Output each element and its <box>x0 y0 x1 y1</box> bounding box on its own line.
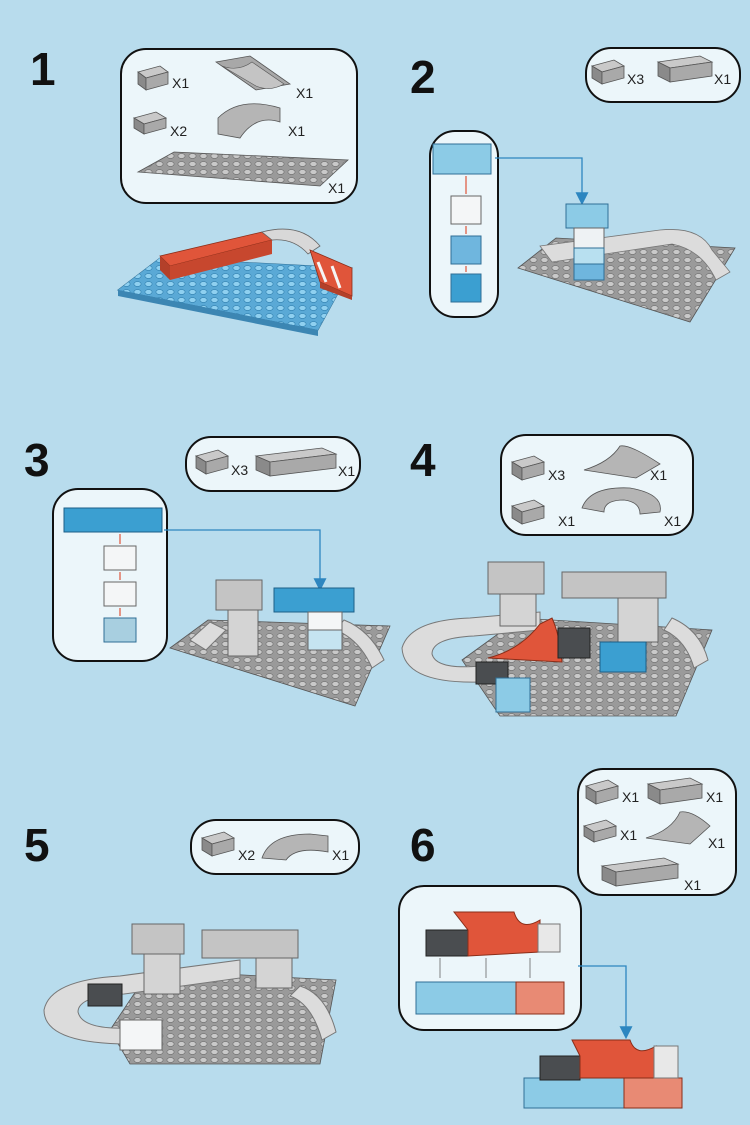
assembly-arrow <box>578 965 633 1040</box>
qty-label: X1 <box>296 85 313 101</box>
grey-brick-2x4-icon <box>656 55 714 83</box>
qty-label: X1 <box>684 877 701 893</box>
step-number-2: 2 <box>410 51 436 103</box>
qty-label: X2 <box>170 123 187 139</box>
grey-brick-2x4-icon <box>646 777 704 805</box>
curved-track-icon <box>217 103 281 139</box>
curved-track-icon <box>261 833 329 861</box>
qty-label: X1 <box>332 847 349 863</box>
grey-brick-2x6-icon <box>254 447 338 477</box>
step1-assembly <box>116 228 353 336</box>
step5-parts <box>200 831 329 861</box>
parts-box-step-4 <box>500 434 694 536</box>
spiral-track-icon <box>581 487 661 515</box>
step-number-4: 4 <box>410 434 436 486</box>
grey-brick-2x2-icon <box>510 455 546 481</box>
step-number-6: 6 <box>410 819 436 871</box>
grey-brick-2x6-icon <box>600 857 680 887</box>
grey-channel-brick-icon <box>132 111 168 135</box>
qty-label: X3 <box>627 71 644 87</box>
assembly-arrow <box>164 529 327 592</box>
qty-label: X2 <box>238 847 255 863</box>
step6-callout-assembly <box>415 911 565 1015</box>
assembly-arrow <box>495 157 589 206</box>
qty-label: X1 <box>338 463 355 479</box>
qty-label: X1 <box>664 513 681 529</box>
qty-label: X1 <box>706 789 723 805</box>
qty-label: X1 <box>620 827 637 843</box>
step4-assembly <box>401 561 713 717</box>
ramp-track-icon <box>645 811 711 845</box>
grey-brick-2x2-icon <box>510 499 546 525</box>
step3-parts <box>194 447 338 477</box>
qty-label: X3 <box>548 467 565 483</box>
step4-parts <box>510 445 661 525</box>
step1-parts <box>132 55 349 187</box>
step5-assembly <box>43 923 337 1065</box>
qty-label: X1 <box>714 71 731 87</box>
step-number-3: 3 <box>24 434 50 486</box>
grey-brick-2x2-icon <box>200 831 236 857</box>
step2-parts <box>590 55 714 85</box>
step6-parts <box>582 777 711 887</box>
qty-label: X1 <box>622 789 639 805</box>
grey-brick-2x2-icon <box>584 779 620 805</box>
qty-label: X1 <box>558 513 575 529</box>
step2-callout-stack <box>432 143 492 303</box>
step2-assembly <box>517 203 736 323</box>
step-number-5: 5 <box>24 819 50 871</box>
step3-assembly <box>169 579 391 707</box>
qty-label: X1 <box>328 180 345 196</box>
straight-track-icon <box>214 55 292 91</box>
step3-callout-stack <box>63 507 163 643</box>
qty-label: X1 <box>650 467 667 483</box>
grey-brick-2x2-icon <box>137 65 169 91</box>
grey-brick-2x2-icon <box>194 449 230 475</box>
ramp-track-icon <box>583 445 661 479</box>
grey-channel-brick-icon <box>582 819 618 843</box>
grey-brick-2x2-icon <box>590 59 626 85</box>
baseplate-icon <box>136 151 349 187</box>
qty-label: X1 <box>708 835 725 851</box>
step6-assembly <box>523 1039 683 1109</box>
qty-label: X3 <box>231 462 248 478</box>
qty-label: X1 <box>172 75 189 91</box>
step-number-1: 1 <box>30 43 56 95</box>
qty-label: X1 <box>288 123 305 139</box>
